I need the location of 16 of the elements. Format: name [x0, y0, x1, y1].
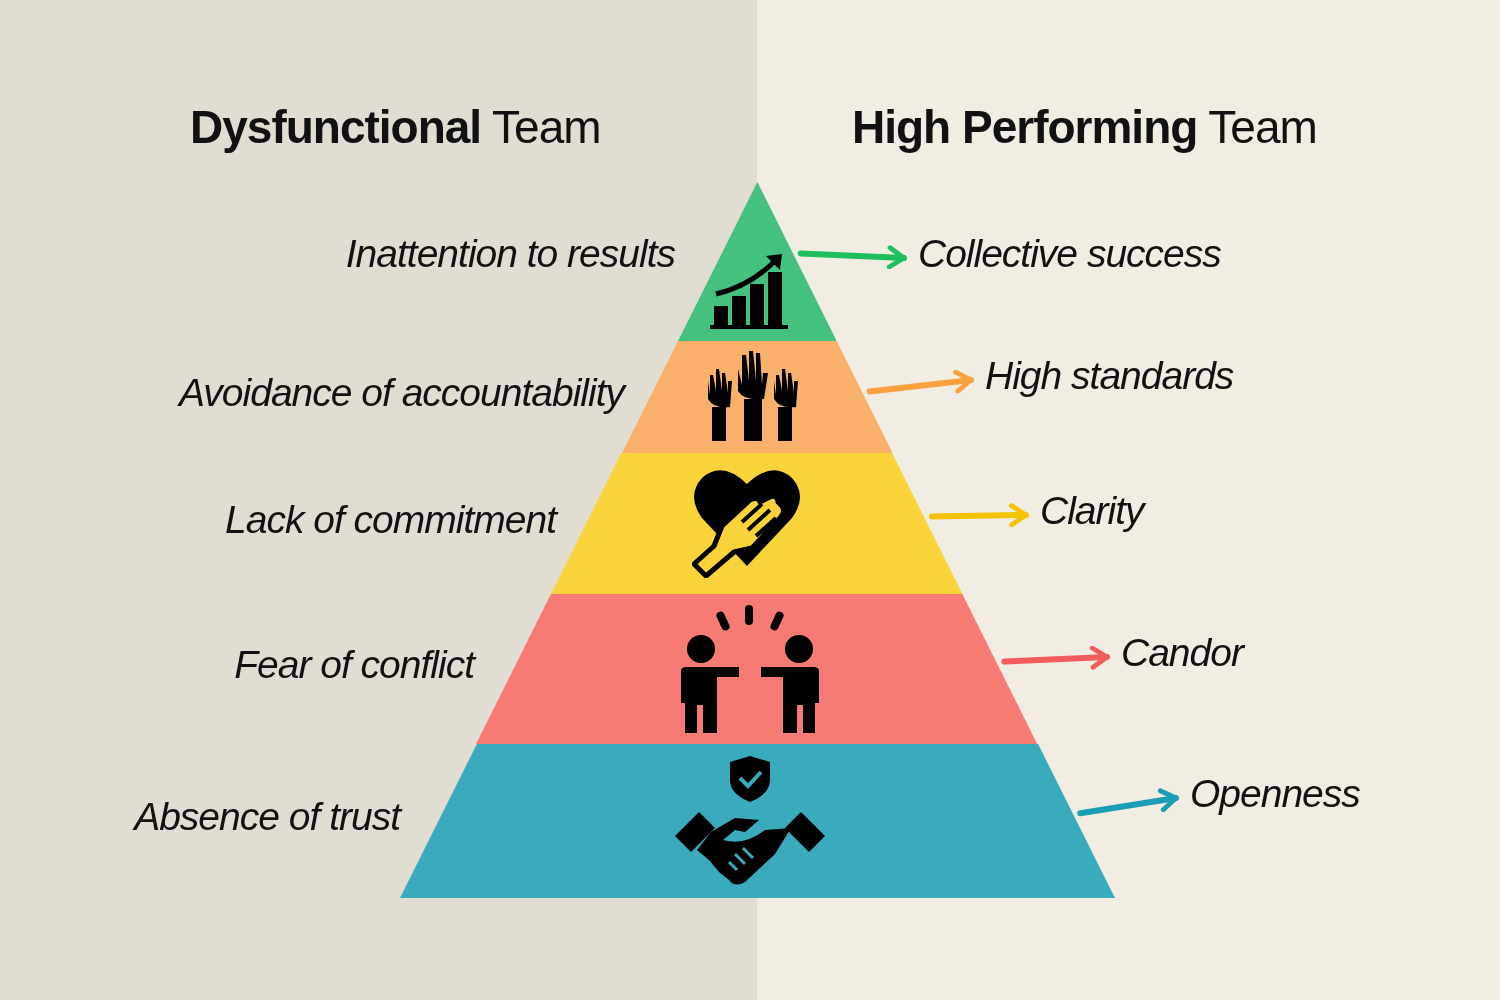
dysfunction-text: Inattention to results	[345, 231, 675, 276]
arrow	[1077, 788, 1179, 817]
arrow	[929, 503, 1029, 528]
outcome-text: Collective success	[918, 232, 1221, 276]
arrow	[797, 245, 907, 270]
team-heading: Dysfunctional Team	[190, 100, 601, 154]
pyramid-band	[677, 182, 837, 341]
outcome-text: High standards	[985, 354, 1234, 398]
arrow	[866, 369, 974, 395]
dysfunction-text: Fear of conflict	[234, 643, 474, 687]
dysfunction-text: Absence of trust	[134, 795, 400, 839]
arrow	[1001, 645, 1110, 670]
dysfunction-text: Lack of commitment	[225, 497, 556, 542]
outcome-text: Openness	[1190, 772, 1360, 816]
team-heading: High Performing Team	[852, 100, 1317, 154]
pyramid-band	[476, 594, 1038, 744]
